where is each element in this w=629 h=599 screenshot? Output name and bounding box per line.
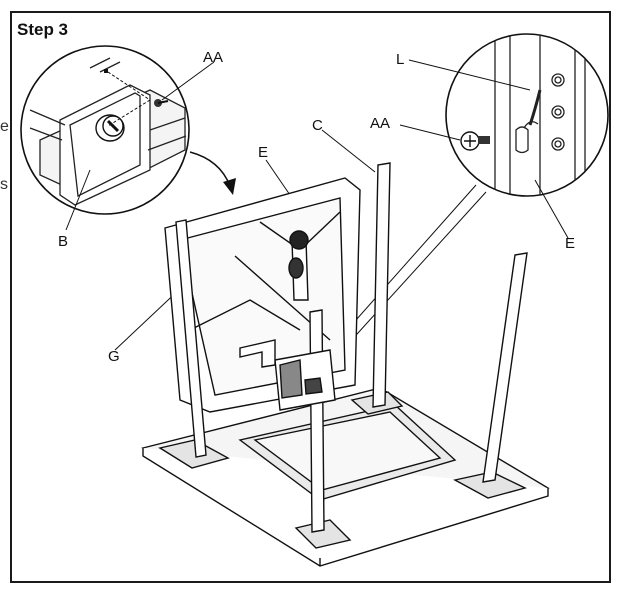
leader-lines (65, 59, 569, 351)
label-l: L (396, 51, 404, 68)
clipped-text-fragment-2: s (0, 176, 8, 193)
screw-aa-right (460, 131, 490, 151)
detail-circle-right (445, 33, 609, 197)
label-e-main: E (258, 144, 268, 161)
screw-aa-left (154, 99, 169, 107)
detail-circle-left (20, 45, 190, 215)
step-title: Step 3 (17, 20, 69, 39)
clipped-text-fragment-1: e (0, 118, 9, 135)
curved-arrow (189, 151, 236, 195)
label-aa-right: AA (370, 115, 390, 132)
instruction-frame (10, 11, 611, 583)
grill-main-assembly (141, 162, 550, 567)
label-aa-left: AA (203, 49, 223, 66)
control-knob (95, 114, 125, 142)
label-c: C (312, 117, 323, 134)
label-e-right: E (565, 235, 575, 252)
label-g: G (108, 348, 120, 365)
label-b: B (58, 233, 68, 250)
